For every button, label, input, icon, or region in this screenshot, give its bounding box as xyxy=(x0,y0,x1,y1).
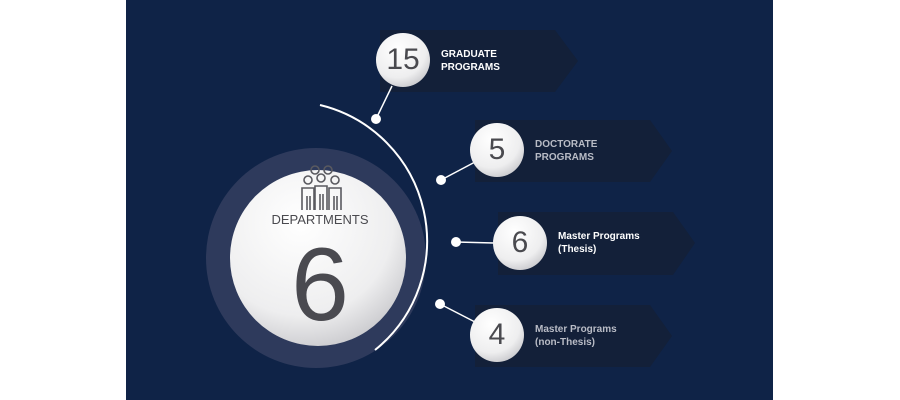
banner-3 xyxy=(498,212,695,275)
center-value: 6 xyxy=(291,227,349,343)
center-circle xyxy=(230,170,406,346)
people-group-icon xyxy=(301,165,342,210)
center-label: DEPARTMENTS xyxy=(271,212,369,227)
badge-value-1: 15 xyxy=(386,43,420,76)
banner-2 xyxy=(475,120,672,182)
badge-value-4: 4 xyxy=(488,318,506,351)
arc xyxy=(319,104,429,351)
badge-value-3: 6 xyxy=(511,226,529,259)
badge-2 xyxy=(470,123,524,177)
badge-1 xyxy=(376,33,430,87)
badge-4 xyxy=(470,308,524,362)
badge-value-2: 5 xyxy=(488,133,506,166)
item-label-4: Master Programs(non-Thesis) xyxy=(535,324,617,348)
arc-nodes xyxy=(371,114,461,309)
badge-3 xyxy=(493,216,547,270)
banner-4 xyxy=(475,305,672,367)
item-label-3: Master Programs(Thesis) xyxy=(558,231,640,255)
connector-lines xyxy=(375,85,495,323)
banner-1 xyxy=(380,30,578,92)
